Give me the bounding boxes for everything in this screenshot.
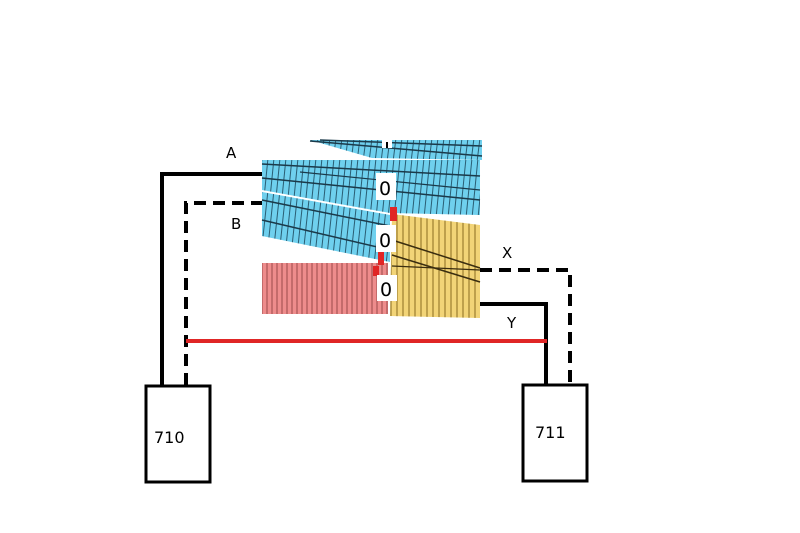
box-710: 710: [144, 384, 212, 484]
indicator-middle: 0: [379, 230, 391, 252]
box-710-label: 710: [154, 428, 185, 447]
blue-track-upper: [261, 160, 481, 215]
box-711: 711: [521, 383, 589, 483]
insulated-gap-middle: [378, 251, 384, 265]
wire-b: [184, 201, 262, 385]
yellow-track: [390, 214, 481, 318]
indicator-top: 0: [379, 178, 391, 200]
label-y: Y: [506, 314, 517, 332]
label-a: A: [226, 144, 237, 162]
indicator-bottom-bg: [377, 275, 397, 301]
indicator-middle-bg: [376, 225, 396, 252]
blue-track-top: [309, 139, 483, 160]
wire-a: [160, 172, 262, 385]
indicator-top-bg: [376, 173, 396, 200]
insulated-gap-lower: [373, 266, 379, 276]
turnout-track-image: 0 0 0: [261, 139, 483, 318]
indicator-bottom: 0: [380, 279, 392, 301]
box-711-label: 711: [535, 423, 566, 442]
insulated-gap-upper: [390, 207, 397, 221]
label-b: B: [231, 215, 241, 233]
wire-x: [480, 268, 572, 385]
red-track: [262, 263, 388, 314]
wire-y: [480, 302, 548, 385]
label-x: X: [502, 244, 512, 262]
